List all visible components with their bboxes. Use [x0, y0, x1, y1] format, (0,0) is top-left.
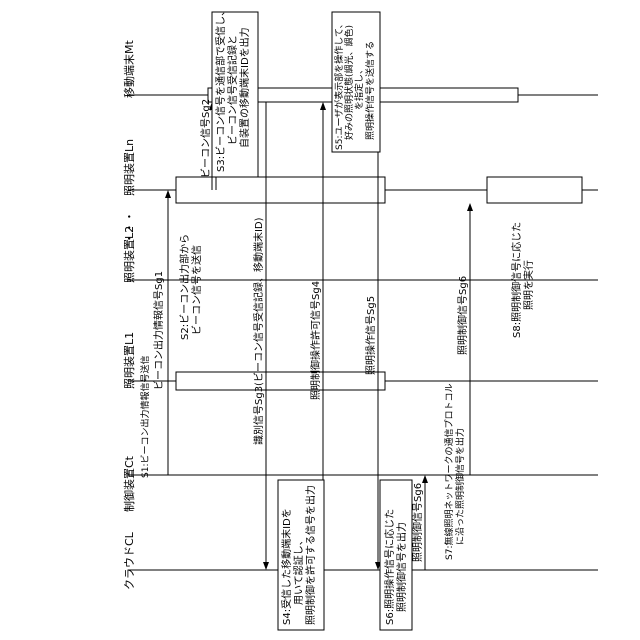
- step-s4-line-2: 用いて認証し、: [292, 535, 305, 605]
- label-sg5: 照明操作信号Sg5: [364, 296, 377, 375]
- lane-label-ln: 照明装置Ln: [123, 139, 136, 196]
- lane-label-ellipsis: ・・・: [123, 211, 136, 244]
- step-s6-line-2: 照明制御信号を出力: [395, 522, 408, 612]
- label-sg3: 識別信号Sg3(ビーコン信号受信記録、移動端末ID): [252, 217, 265, 445]
- step-s6: S6:照明操作信号に応じた 照明制御信号を出力: [383, 509, 408, 625]
- step-s4-line-1: S4:受信した移動端末IDを: [280, 508, 293, 625]
- activation-ln-1: [176, 177, 385, 203]
- label-sg6-b: 照明制御信号Sg6: [456, 276, 469, 355]
- step-s2: S2:ビーコン出力部から ビーコン信号を送信: [178, 234, 203, 340]
- step-s5-line-3: を指定し、: [353, 65, 365, 110]
- step-s3-line-1: S3:ビーコン信号を通信部で受信し、: [214, 6, 227, 172]
- label-sg4: 照明制御操作許可信号Sg4: [309, 281, 322, 400]
- step-s5-line-2: 好みの照明状態(調光、調色): [343, 25, 355, 140]
- step-s6-line-1: S6:照明操作信号に応じた: [383, 509, 396, 625]
- lane-label-l1: 照明装置L1: [123, 332, 136, 389]
- step-s7-line-2: に沿った照明制御信号を出力: [454, 428, 466, 545]
- activation-ln-2: [487, 177, 582, 203]
- lane-label-cloud: クラウドCL: [123, 531, 136, 590]
- step-s5-line-4: 照明操作信号を送信する: [364, 41, 376, 140]
- activation-l1: [176, 372, 385, 390]
- step-s2-line-1: S2:ビーコン出力部から: [178, 234, 191, 340]
- step-s3-line-2: ビーコン信号受信記録と: [226, 35, 239, 145]
- label-sg6-a: 照明制御信号Sg6: [411, 483, 424, 562]
- step-s3-line-3: 自装置の移動端末IDを出力: [238, 27, 251, 148]
- step-s4-line-3: 照明制御を許可する信号を出力: [304, 485, 317, 625]
- step-s7: S7:無線照明ネットワークの通信プロトコル に沿った照明制御信号を出力: [443, 384, 466, 560]
- label-sg1: ビーコン出力情報信号Sg1: [152, 271, 165, 390]
- step-s7-line-1: S7:無線照明ネットワークの通信プロトコル: [443, 384, 455, 560]
- step-s8: S8:照明制御信号に応じた 照明を実行: [510, 222, 535, 338]
- step-s8-line-1: S8:照明制御信号に応じた: [510, 222, 523, 338]
- lane-label-mobile: 移動端末Mt: [122, 40, 136, 98]
- step-s2-line-2: ビーコン信号を送信: [190, 245, 203, 335]
- step-s5-line-1: S5:ユーザが表示部を操作して、: [333, 19, 345, 150]
- label-sg2: ビーコン信号Sg2: [200, 99, 212, 178]
- lane-label-ctrl: 制御装置Ct: [122, 455, 136, 512]
- step-s8-line-2: 照明を実行: [522, 260, 535, 310]
- step-s1-label: S1:ビーコン出力情報信号送信: [139, 356, 151, 478]
